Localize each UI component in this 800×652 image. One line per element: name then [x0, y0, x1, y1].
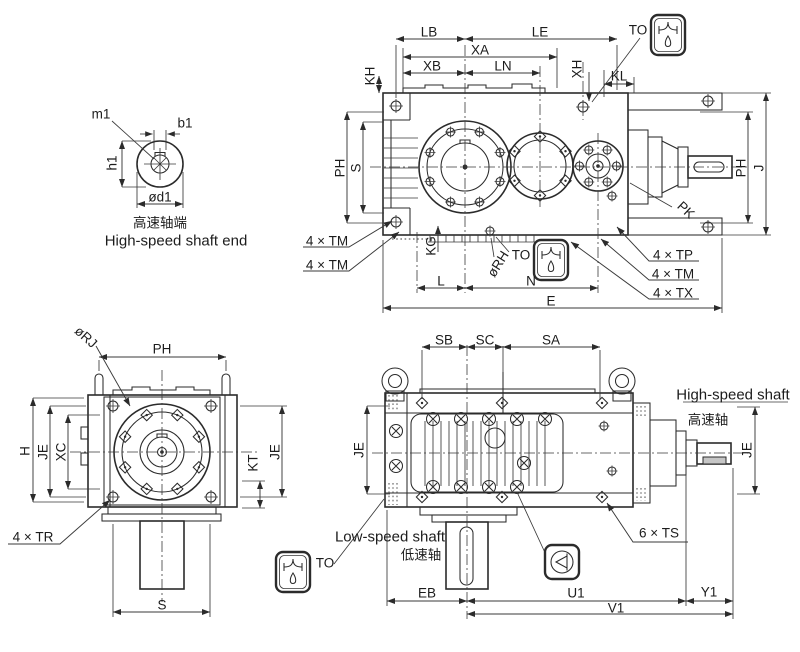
dim-label-sa: SA: [542, 333, 560, 348]
oil-drain-icon-front: [274, 550, 312, 594]
high-speed-shaft-label-zh: 高速轴: [688, 412, 729, 428]
dim-label-xa: XA: [471, 43, 489, 58]
detail-caption-english: High-speed shaft end: [105, 233, 248, 250]
dim-label-h1: h1: [105, 155, 120, 170]
dim-label-je-side-right: JE: [268, 444, 283, 460]
dim-label-n: N: [526, 274, 536, 289]
dim-label-orh: øRH: [484, 248, 511, 279]
high-speed-shaft-label-en: High-speed shaft: [676, 387, 790, 404]
label-4xtx: 4 × TX: [653, 286, 693, 301]
dim-label-l: L: [437, 274, 445, 289]
dim-label-kt: KT: [246, 454, 261, 471]
front-view-high-speed-shaft: [632, 402, 732, 504]
front-view: SB SC SA JE JE High-speed shaft 高速轴 Low-…: [333, 333, 791, 619]
shaft-end-section: [136, 140, 184, 188]
dim-label-eb: EB: [418, 586, 436, 601]
dim-label-sc: SC: [476, 333, 495, 348]
dim-label-xh: XH: [570, 60, 585, 79]
label-4xtp: 4 × TP: [653, 248, 693, 263]
dim-label-b1: b1: [177, 116, 192, 131]
dim-label-ph-side: PH: [153, 342, 172, 357]
dim-label-kh: KH: [363, 67, 378, 86]
dim-label-y1: Y1: [701, 585, 718, 600]
dim-label-s-top: S: [349, 163, 364, 172]
dim-label-je-front-right: JE: [740, 442, 755, 458]
low-speed-shaft-label-en: Low-speed shaft: [335, 529, 446, 546]
dim-label-v1: V1: [608, 601, 625, 616]
top-view-center-lines: [370, 45, 748, 293]
dim-label-le: LE: [532, 25, 549, 40]
oil-level-sight-glass-icon: [543, 543, 581, 581]
dim-label-ln: LN: [494, 59, 511, 74]
low-speed-shaft-label-zh: 低速轴: [401, 548, 442, 563]
label-4xtm-a: 4 × TM: [306, 234, 348, 249]
dim-label-u1: U1: [567, 586, 584, 601]
label-to-breather: TO: [629, 23, 648, 38]
top-view: LB LE XA XB LN KH XH KL TO PH S PH J PK …: [303, 13, 771, 313]
oil-drain-icon: [532, 238, 570, 282]
front-view-housing: [381, 367, 636, 508]
dim-label-m1: m1: [92, 107, 111, 122]
dim-label-s-side: S: [157, 598, 166, 613]
dim-label-sb: SB: [435, 333, 453, 348]
dim-label-j: J: [752, 165, 767, 172]
front-view-center-lines: [372, 345, 748, 619]
dim-label-je-front-left: JE: [352, 442, 367, 458]
dim-label-kg: KG: [424, 236, 439, 256]
label-4xtm-b: 4 × TM: [306, 258, 348, 273]
label-to-drain: TO: [512, 248, 531, 263]
detail-view-high-speed-shaft-end: m1 b1 h1 ød1 高速轴端 High-speed shaft end: [92, 107, 248, 250]
detail-caption-chinese: 高速轴端: [133, 215, 187, 231]
dim-label-h: H: [18, 446, 33, 456]
dim-label-ph-left: PH: [333, 159, 348, 178]
breather-plug-icon: [649, 13, 687, 57]
front-view-dimensions: [333, 343, 788, 619]
dim-label-xc: XC: [54, 442, 69, 461]
label-4xtr: 4 × TR: [13, 530, 54, 545]
top-view-housing: [382, 83, 723, 243]
side-view: øRJ PH H JE XC KT JE 4 × TR S TO: [8, 323, 334, 617]
detail-dimensions: [111, 120, 184, 208]
label-to-front: TO: [316, 556, 335, 571]
dim-label-xb: XB: [423, 59, 441, 74]
dim-label-ph-right: PH: [734, 159, 749, 178]
label-4xtm-c: 4 × TM: [652, 267, 694, 282]
dim-label-lb: LB: [421, 25, 438, 40]
dim-label-je-side-left: JE: [36, 444, 51, 460]
top-view-dimensions: [303, 35, 771, 313]
label-6xts: 6 × TS: [639, 526, 679, 541]
dim-label-od1: ød1: [148, 190, 171, 205]
side-view-housing: [70, 370, 258, 602]
side-view-dimensions: [8, 345, 287, 617]
dim-label-e: E: [546, 294, 555, 309]
dim-label-kl: KL: [611, 69, 628, 84]
